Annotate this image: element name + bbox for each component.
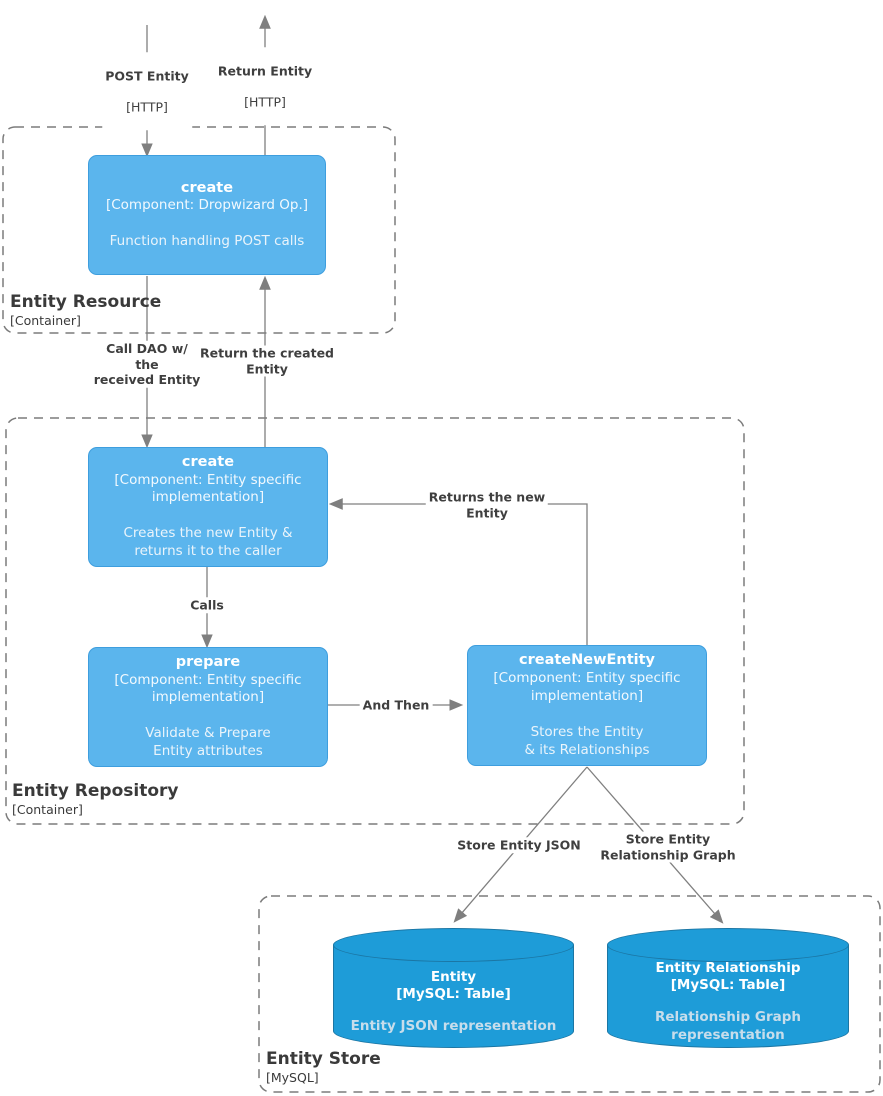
- cylinder-body: [333, 945, 574, 1048]
- container-label-entity-repository: Entity Repository [Container]: [12, 782, 178, 818]
- database-description: Relationship Graph representation: [654, 1009, 801, 1043]
- component-description: Creates the new Entity & returns it to t…: [123, 525, 293, 560]
- container-label-entity-resource: Entity Resource [Container]: [10, 293, 161, 329]
- edge-label-return-created: Return the created Entity: [197, 345, 337, 377]
- edge-label-text: POST Entity: [105, 67, 189, 83]
- component-title: prepare: [175, 653, 241, 670]
- edge-returns-new-entity: [328, 498, 588, 645]
- edge-label-call-dao: Call DAO w/ the received Entity: [90, 340, 204, 388]
- edge-label-return-entity: Return Entity [HTTP]: [214, 47, 316, 125]
- cylinder-body: [607, 945, 849, 1048]
- database-entity-table: Entity [MySQL: Table] Entity JSON repres…: [333, 928, 574, 1048]
- component-meta: [Component: Entity specific implementati…: [114, 471, 302, 506]
- container-entity-store-border: [258, 895, 881, 1093]
- cylinder-top-ellipse: [607, 928, 849, 962]
- component-resource-create: create [Component: Dropwizard Op.] Funct…: [88, 155, 326, 275]
- edge-label-store-json: Store Entity JSON: [454, 837, 584, 853]
- component-meta: [Component: Entity specific implementati…: [493, 670, 681, 704]
- edge-label-text: Return Entity: [217, 62, 313, 78]
- database-title: Entity: [430, 968, 477, 985]
- edge-label-post-entity: POST Entity [HTTP]: [102, 52, 192, 130]
- edge-label-protocol: [HTTP]: [126, 98, 168, 114]
- edge-label-returns-new: Returns the new Entity: [425, 489, 549, 521]
- database-entity-relationship-table: Entity Relationship [MySQL: Table] Relat…: [607, 928, 849, 1048]
- container-subtitle: [Container]: [12, 801, 83, 817]
- component-description: Stores the Entity & its Relationships: [524, 723, 650, 758]
- container-subtitle: [Container]: [10, 312, 81, 328]
- edge-label-and-then: And Then: [359, 697, 433, 713]
- database-title: Entity Relationship: [655, 959, 801, 976]
- container-entity-repository-border: [5, 417, 745, 825]
- component-meta: [Component: Entity specific implementati…: [114, 671, 302, 706]
- container-entity-resource-border: [2, 126, 396, 334]
- component-description: Function handling POST calls: [109, 233, 305, 250]
- component-title: create: [181, 453, 235, 470]
- database-meta: [MySQL: Table]: [670, 977, 786, 994]
- container-label-entity-store: Entity Store [MySQL]: [266, 1050, 381, 1086]
- container-title: Entity Store: [266, 1049, 381, 1069]
- edge-label-protocol: [HTTP]: [244, 93, 286, 109]
- database-description: Entity JSON representation: [350, 1017, 557, 1034]
- container-title: Entity Resource: [10, 292, 162, 312]
- component-create-new-entity: createNewEntity [Component: Entity speci…: [467, 645, 707, 766]
- component-repository-create: create [Component: Entity specific imple…: [88, 447, 328, 567]
- edge-label-store-graph: Store Entity Relationship Graph: [597, 831, 739, 863]
- component-title: create: [180, 179, 234, 196]
- container-title: Entity Repository: [12, 781, 179, 801]
- component-title: createNewEntity: [518, 652, 655, 669]
- container-subtitle: [MySQL]: [266, 1069, 319, 1085]
- edge-label-calls: Calls: [187, 597, 227, 613]
- component-prepare: prepare [Component: Entity specific impl…: [88, 647, 328, 767]
- cylinder-top-ellipse: [333, 928, 574, 962]
- component-description: Validate & Prepare Entity attributes: [145, 725, 271, 760]
- component-meta: [Component: Dropwizard Op.]: [105, 197, 309, 214]
- database-meta: [MySQL: Table]: [396, 986, 511, 1003]
